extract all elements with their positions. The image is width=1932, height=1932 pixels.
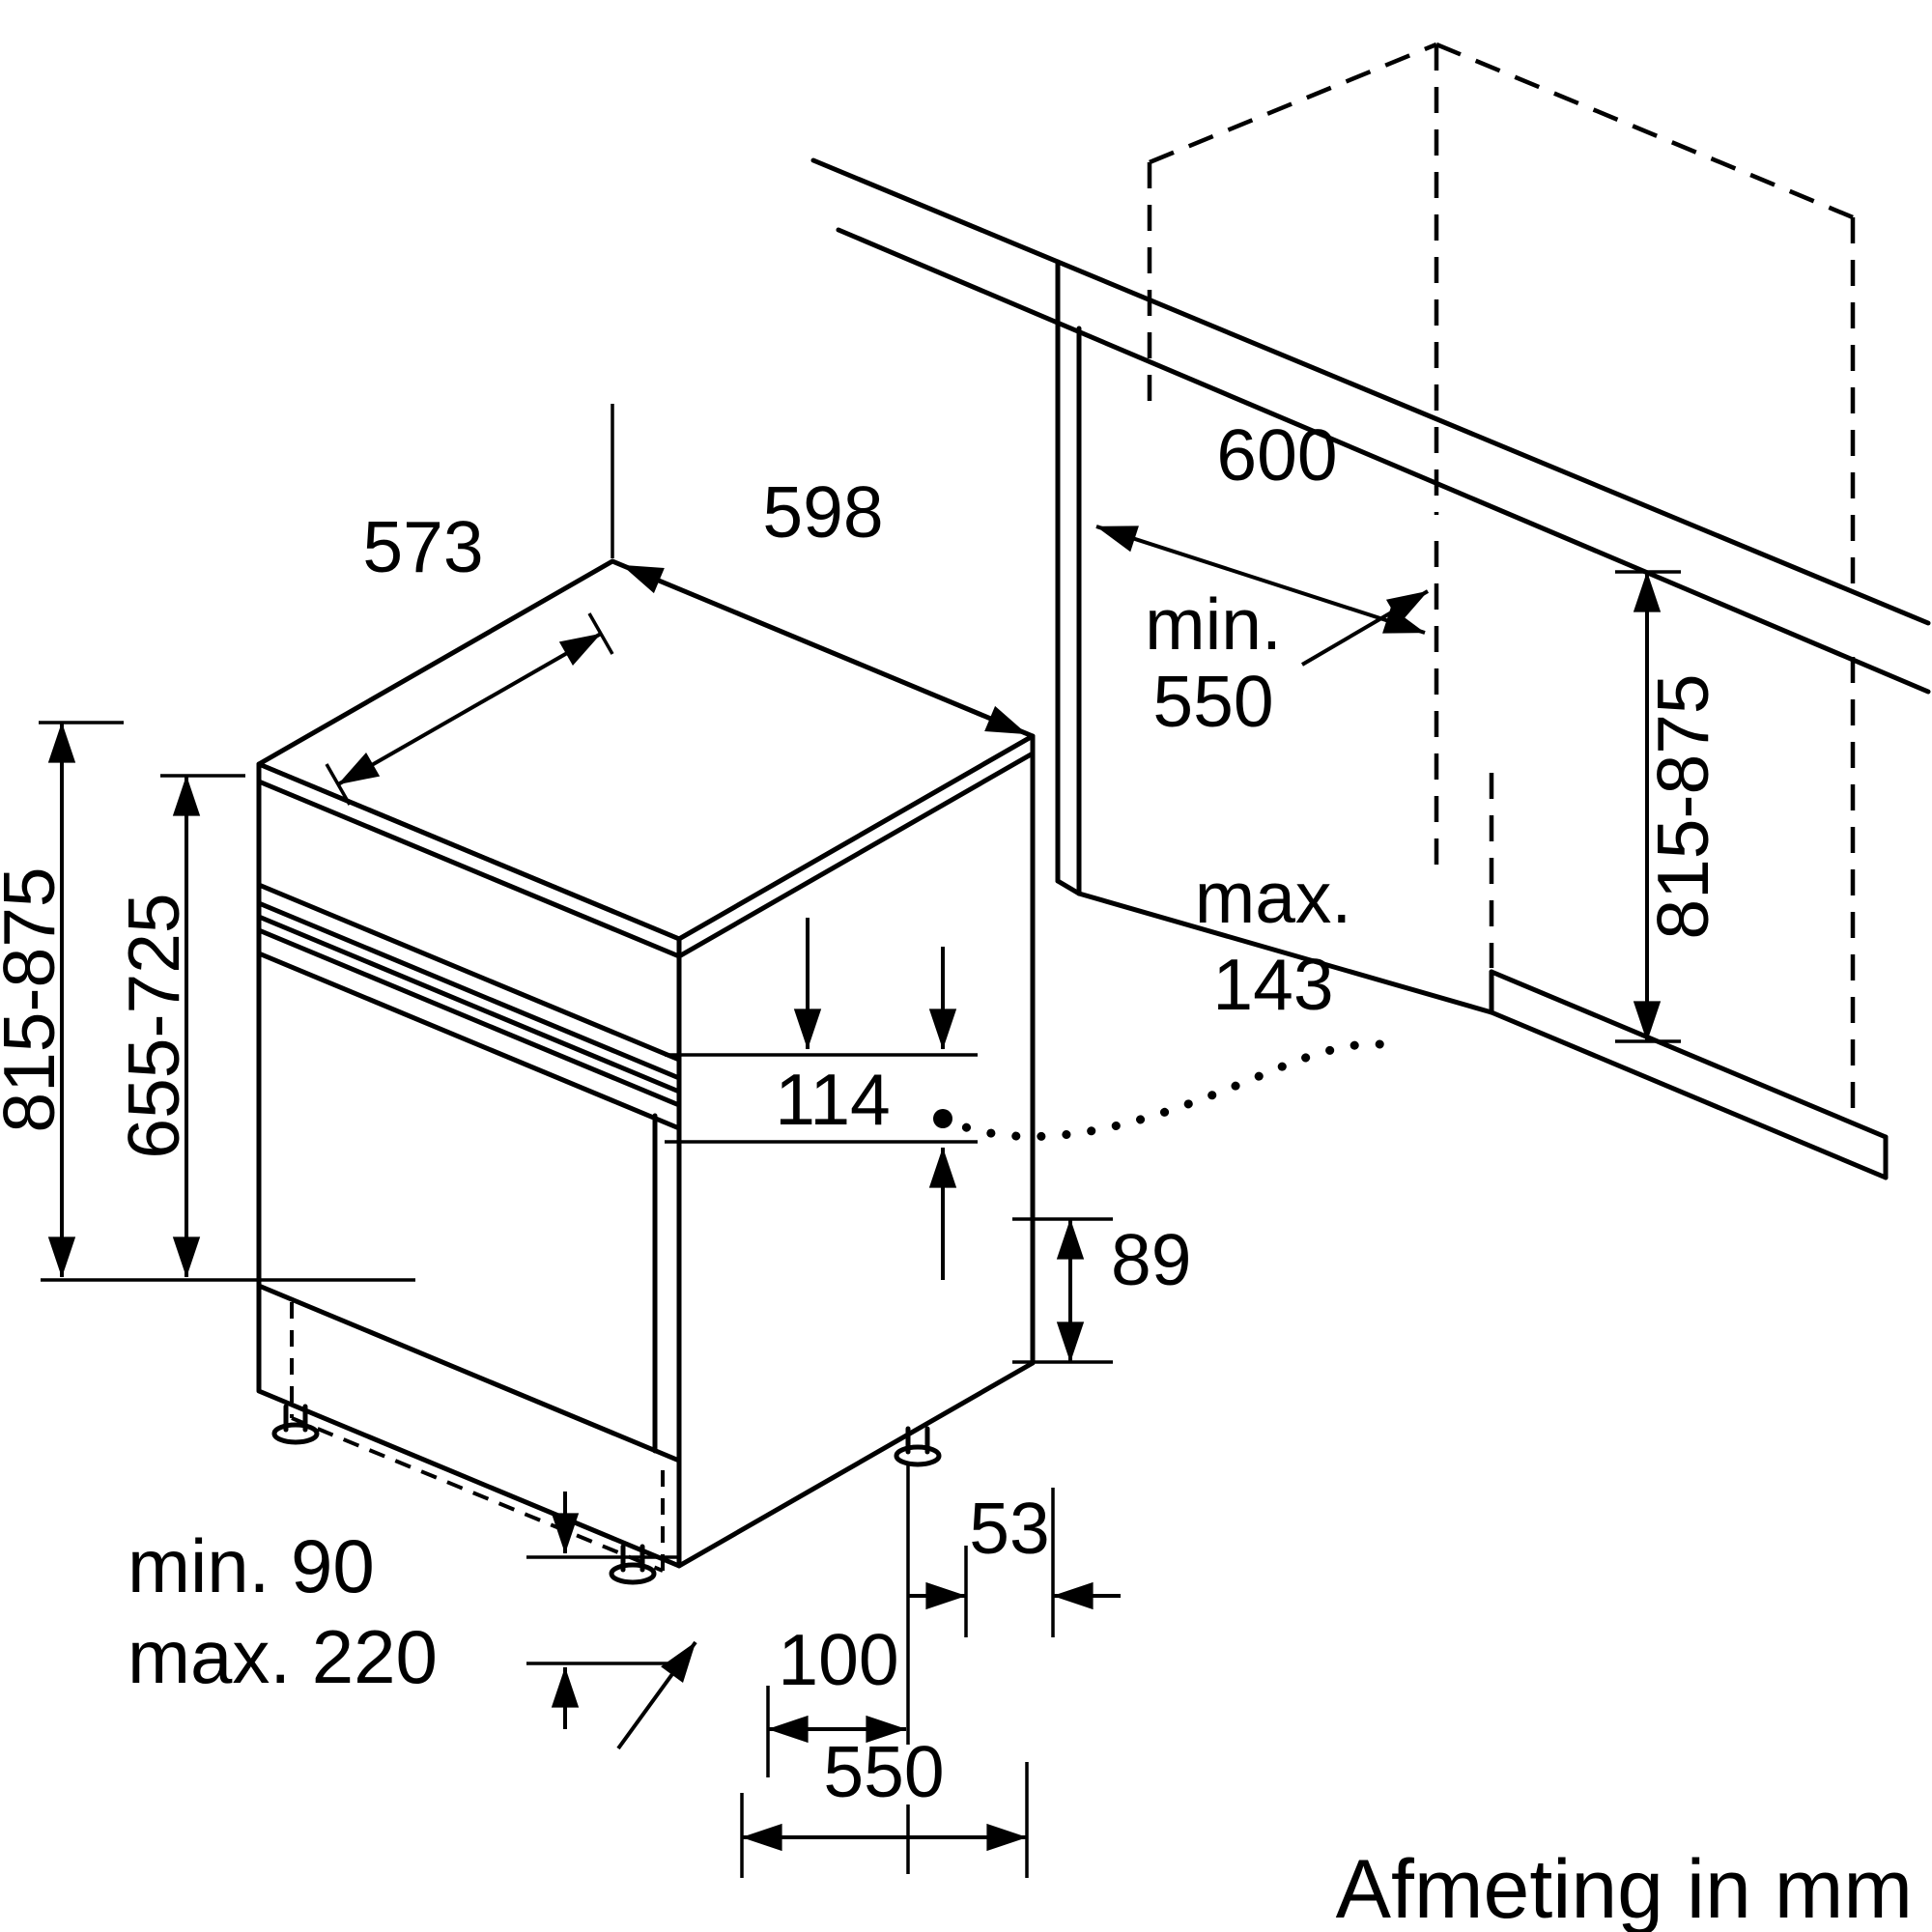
dim-label-min: min. — [1145, 583, 1282, 665]
dim-foot-offset-100: 100 — [766, 1463, 910, 1874]
adjustable-feet — [271, 1404, 942, 1585]
dim-label-600: 600 — [1216, 414, 1337, 496]
dim-base-depth-550: 550 — [740, 1731, 1029, 1878]
dim-label-598: 598 — [762, 471, 883, 553]
dim-plinth-adjust: min. 90 max. 220 — [128, 1492, 697, 1750]
dim-fascia-114: 114 — [665, 918, 978, 1280]
niche-side-panel — [1055, 259, 1494, 1015]
dim-niche-width-600: 600 — [1095, 414, 1426, 635]
dim-door-height: 655-725 — [113, 774, 245, 1278]
dim-label-573: 573 — [362, 506, 483, 587]
dim-label-815-875-right: 815-875 — [1642, 673, 1723, 939]
cabinet-dashed-outline — [1147, 42, 1856, 1121]
dim-machine-depth-573: 573 — [325, 506, 614, 806]
diagram-caption: Afmeting in mm — [1336, 1843, 1913, 1932]
dim-label-100: 100 — [778, 1619, 898, 1700]
control-fascia — [256, 882, 682, 1463]
dim-label-655-725: 655-725 — [113, 893, 194, 1158]
dim-label-min-90: min. 90 — [128, 1523, 375, 1608]
dim-niche-min-550: min. 550 — [1145, 583, 1430, 742]
dim-label-53: 53 — [969, 1488, 1049, 1569]
dim-overall-height-left: 815-875 — [0, 721, 415, 1282]
dim-label-89: 89 — [1111, 1219, 1191, 1300]
dim-door-max-143: max. 143 — [933, 857, 1404, 1142]
countertop — [810, 157, 1931, 695]
dim-niche-height-right: 815-875 — [1615, 570, 1723, 1043]
plinth-dashed — [290, 1302, 665, 1573]
dim-machine-width-598: 598 — [611, 404, 1028, 736]
cabinet-base — [1489, 969, 1889, 1180]
dim-base-step-89: 89 — [1012, 1217, 1191, 1364]
dim-label-550: 550 — [823, 1731, 944, 1812]
dim-label-815-875-left: 815-875 — [0, 867, 70, 1132]
dim-side-gap-53: 53 — [908, 1488, 1121, 1637]
dim-label-114: 114 — [775, 1059, 891, 1140]
dim-label-143: 143 — [1212, 944, 1333, 1025]
dim-label-max-220: max. 220 — [128, 1614, 438, 1699]
dim-label-min-550: 550 — [1152, 661, 1273, 742]
dim-label-max: max. — [1195, 857, 1352, 938]
